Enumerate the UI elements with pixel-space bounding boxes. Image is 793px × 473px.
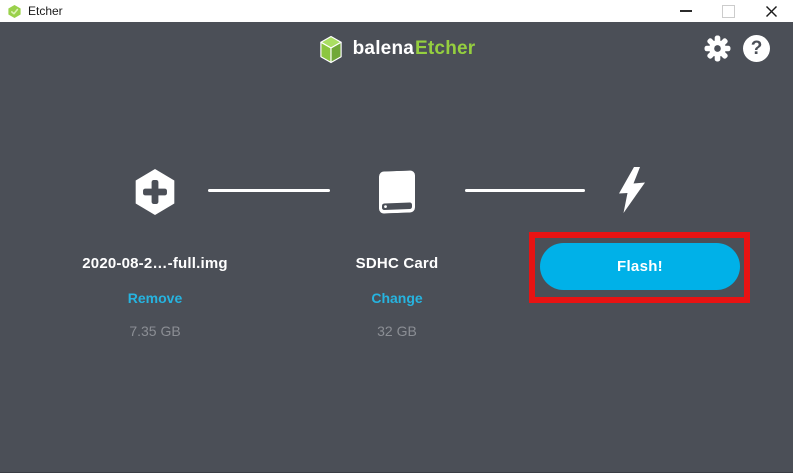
- gear-icon: [704, 35, 731, 62]
- brand-wordmark: balenaEtcher: [353, 38, 476, 60]
- close-button[interactable]: [750, 0, 793, 22]
- help-button[interactable]: ?: [743, 35, 770, 62]
- balena-cube-icon: [319, 35, 342, 63]
- remove-image-link[interactable]: Remove: [127, 290, 183, 306]
- drive-icon: [379, 170, 415, 214]
- drive-name: SDHC Card: [355, 255, 439, 272]
- brand-prefix: balena: [352, 38, 415, 59]
- brand-suffix: Etcher: [415, 38, 476, 59]
- plus-hexagon-icon: [135, 169, 175, 215]
- maximize-button[interactable]: [707, 0, 750, 22]
- flash-step-icon: [619, 167, 645, 218]
- annotation-red-rectangle: [529, 232, 750, 303]
- close-icon: [766, 5, 777, 17]
- drive-step-icon: [378, 170, 416, 218]
- image-step-icon: [134, 169, 176, 220]
- minimize-icon: [679, 10, 692, 12]
- image-size: 7.35 GB: [129, 323, 181, 339]
- brand-logo: balenaEtcher: [0, 34, 793, 64]
- change-drive-link[interactable]: Change: [371, 290, 423, 306]
- flash-button[interactable]: Flash!: [540, 243, 740, 290]
- connector-line-drive-flash: [465, 189, 585, 192]
- drive-size: 32 GB: [377, 323, 417, 339]
- window-title: Etcher: [28, 4, 63, 18]
- app-body: balenaEtcher ?: [0, 22, 793, 472]
- titlebar: Etcher: [0, 0, 793, 22]
- minimize-button[interactable]: [664, 0, 707, 22]
- question-mark-icon: ?: [750, 38, 763, 59]
- lightning-bolt-icon: [619, 167, 645, 213]
- maximize-icon: [722, 4, 735, 18]
- window-controls: [664, 0, 793, 22]
- connector-line-image-drive: [208, 189, 330, 192]
- image-filename: 2020-08-2…-full.img: [82, 255, 228, 272]
- settings-button[interactable]: [704, 35, 731, 62]
- etcher-app-icon: [8, 4, 21, 18]
